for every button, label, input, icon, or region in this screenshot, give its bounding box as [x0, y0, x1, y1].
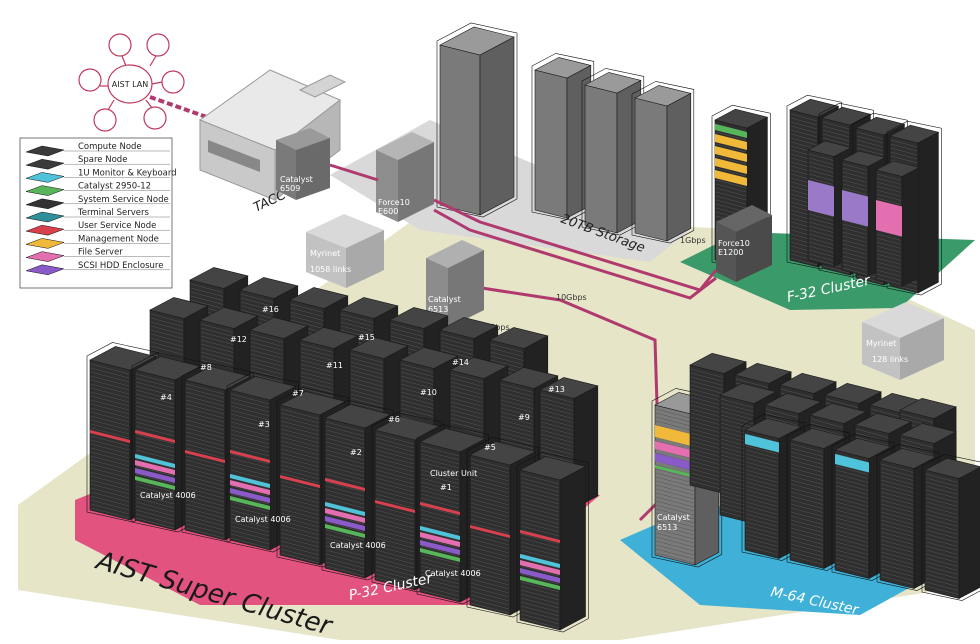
rack-number-label: #2 [350, 448, 362, 457]
myrinet-1058-switch [306, 214, 384, 288]
catalyst-4006-label: Catalyst 4006 [425, 569, 481, 578]
legend-swatch [25, 238, 65, 249]
rack-number-label: #15 [358, 333, 375, 342]
legend-swatch [25, 185, 65, 196]
catalyst-6513-main-label-1: Catalyst [428, 295, 461, 304]
catalyst-4006-label: Catalyst 4006 [235, 515, 291, 524]
legend-label: 1U Monitor & Keyboard [78, 168, 177, 178]
m64-racks [651, 352, 980, 601]
legend-label: Management Node [78, 234, 159, 244]
catalyst-6513-main-switch [426, 240, 484, 328]
force10-e1200-label-1: Force10 [718, 239, 750, 248]
force10-e1200-switch [716, 205, 772, 282]
storage-rack [631, 81, 695, 244]
catalyst-4006-label: Catalyst 4006 [330, 541, 386, 550]
legend-swatch [25, 198, 65, 210]
legend-swatch [25, 158, 65, 170]
legend-label: SCSI HDD Enclosure [78, 261, 163, 271]
legend-label: Compute Node [78, 142, 142, 152]
storage-rack [436, 22, 518, 218]
legend-swatch [25, 211, 65, 223]
rack-number-label: #5 [484, 443, 496, 452]
storage-rack [581, 68, 645, 236]
legend-label: User Service Node [78, 221, 156, 231]
rack-number-label: #10 [420, 388, 437, 397]
rack-number-label: #4 [160, 393, 172, 402]
legend-label: Spare Node [78, 155, 127, 165]
myrinet-128-switch [862, 302, 944, 380]
catalyst-6513-main-label-2: 6513 [428, 305, 448, 314]
force10-e1200-label-2: E1200 [718, 248, 743, 257]
legend-label: Terminal Servers [77, 208, 149, 218]
legend-swatch [25, 251, 65, 262]
rack-number-label: #9 [518, 413, 530, 422]
legend-swatch [25, 224, 65, 236]
catalyst-6513-m64-label-1: Catalyst [657, 513, 690, 522]
rack-number-label: #8 [200, 363, 212, 372]
cable-layer [329, 163, 718, 522]
rack-number-label: #12 [230, 335, 247, 344]
lan-uplink-cable [149, 95, 216, 122]
catalyst-6513-m64-label-2: 6513 [657, 523, 677, 532]
catalyst-6509-label-1: Catalyst [280, 175, 313, 184]
rack-number-label: #3 [258, 420, 270, 429]
cluster-unit-label: Cluster Unit [430, 469, 477, 478]
catalyst-6509-switch [276, 128, 330, 200]
force10-e600-label-2: E600 [378, 207, 398, 216]
rack-number-label: #13 [548, 385, 565, 394]
legend-swatch [25, 172, 65, 183]
legend-swatch [25, 264, 65, 276]
myrinet-1058-label-2: 1058 links [310, 265, 351, 274]
storage-rack [531, 53, 595, 221]
catalyst-4006-label: Catalyst 4006 [140, 491, 196, 500]
myrinet-128-label-2: 128 links [872, 355, 908, 364]
aist-lan-network [78, 33, 185, 132]
rack-number-label: #16 [262, 305, 279, 314]
p32-racks: #1#2#3#4#5#6#7#8#9#10#11#12#13#14#15#16C… [86, 267, 599, 633]
link-1gbps-label: 1Gbps [680, 236, 706, 245]
legend-swatch [25, 145, 65, 157]
link-10gbps-label: 10Gbps [556, 293, 587, 302]
force10-e600-label-1: Force10 [378, 198, 410, 207]
legend-label: Catalyst 2950-12 [78, 182, 151, 192]
aist-lan-label: AIST LAN [112, 80, 148, 89]
m64-compute-rack [921, 453, 980, 601]
myrinet-1058-label-1: Myrinet [310, 249, 340, 258]
force10-e600-switch [376, 132, 434, 222]
rack-number-label: #11 [326, 361, 343, 370]
legend-label: System Service Node [78, 195, 169, 205]
f32-compute-rack [875, 160, 920, 287]
rack-number-label: #1 [440, 483, 452, 492]
catalyst-6509-label-2: 6509 [280, 184, 300, 193]
legend-label: File Server [78, 248, 123, 258]
p32-front-rack [516, 452, 589, 633]
rack-number-label: #14 [452, 358, 469, 367]
rack-number-label: #7 [292, 389, 304, 398]
myrinet-128-label-1: Myrinet [866, 339, 896, 348]
rack-number-label: #6 [388, 415, 400, 424]
storage-array [436, 22, 695, 244]
